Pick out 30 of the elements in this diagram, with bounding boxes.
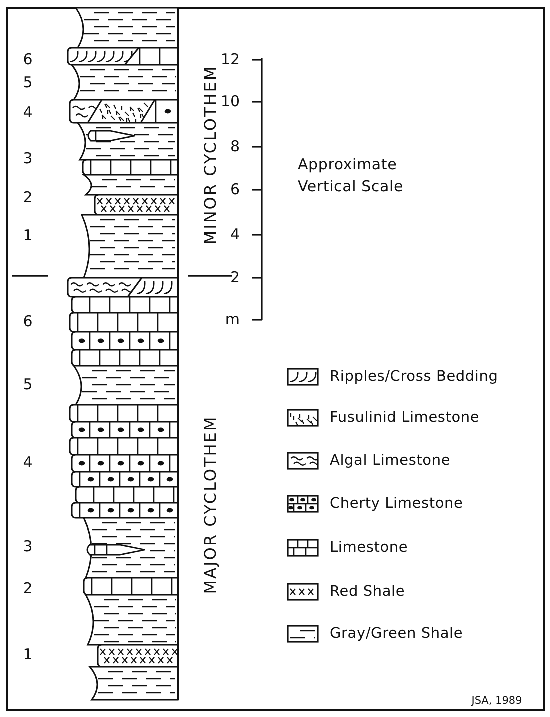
author-credit: JSA, 1989 xyxy=(472,696,522,706)
bed-number: 6 xyxy=(23,52,33,68)
bed-number: 3 xyxy=(23,152,33,166)
bed-number: 1 xyxy=(23,228,33,244)
legend-label: Ripples/Cross Bedding xyxy=(330,370,498,384)
legend-label: Red Shale xyxy=(330,584,406,600)
scale-tick-label: 4 xyxy=(230,228,240,242)
bed-number: 5 xyxy=(23,76,33,90)
scale-tick-label: 8 xyxy=(230,140,240,154)
legend-label: Gray/Green Shale xyxy=(330,626,464,642)
bed-number: 4 xyxy=(23,456,33,470)
cyclothem-label: MINOR CYCLOTHEM xyxy=(203,65,219,245)
scale-tick-label: 10 xyxy=(220,94,240,110)
bed-number: 1 xyxy=(23,648,33,662)
scale-tick-label: 2 xyxy=(230,270,240,286)
scale-tick-label: m xyxy=(225,312,240,328)
legend-label: Fusulinid Limestone xyxy=(330,410,480,426)
bed-number: 5 xyxy=(23,378,33,392)
scale-caption: Approximate Vertical Scale xyxy=(298,154,404,197)
cyclothem-label: MAJOR CYCLOTHEM xyxy=(203,416,219,594)
bed-number: 6 xyxy=(23,314,33,330)
legend-label: Algal Limestone xyxy=(330,454,451,468)
legend-label: Cherty Limestone xyxy=(330,496,464,512)
scale-tick-label: 12 xyxy=(220,52,240,68)
bed-number: 4 xyxy=(23,106,33,120)
bed-number: 2 xyxy=(23,190,33,206)
bed-number: 3 xyxy=(23,540,33,554)
bed-number: 2 xyxy=(23,582,33,596)
scale-tick-label: 6 xyxy=(230,182,240,198)
legend-label: Limestone xyxy=(330,540,408,556)
